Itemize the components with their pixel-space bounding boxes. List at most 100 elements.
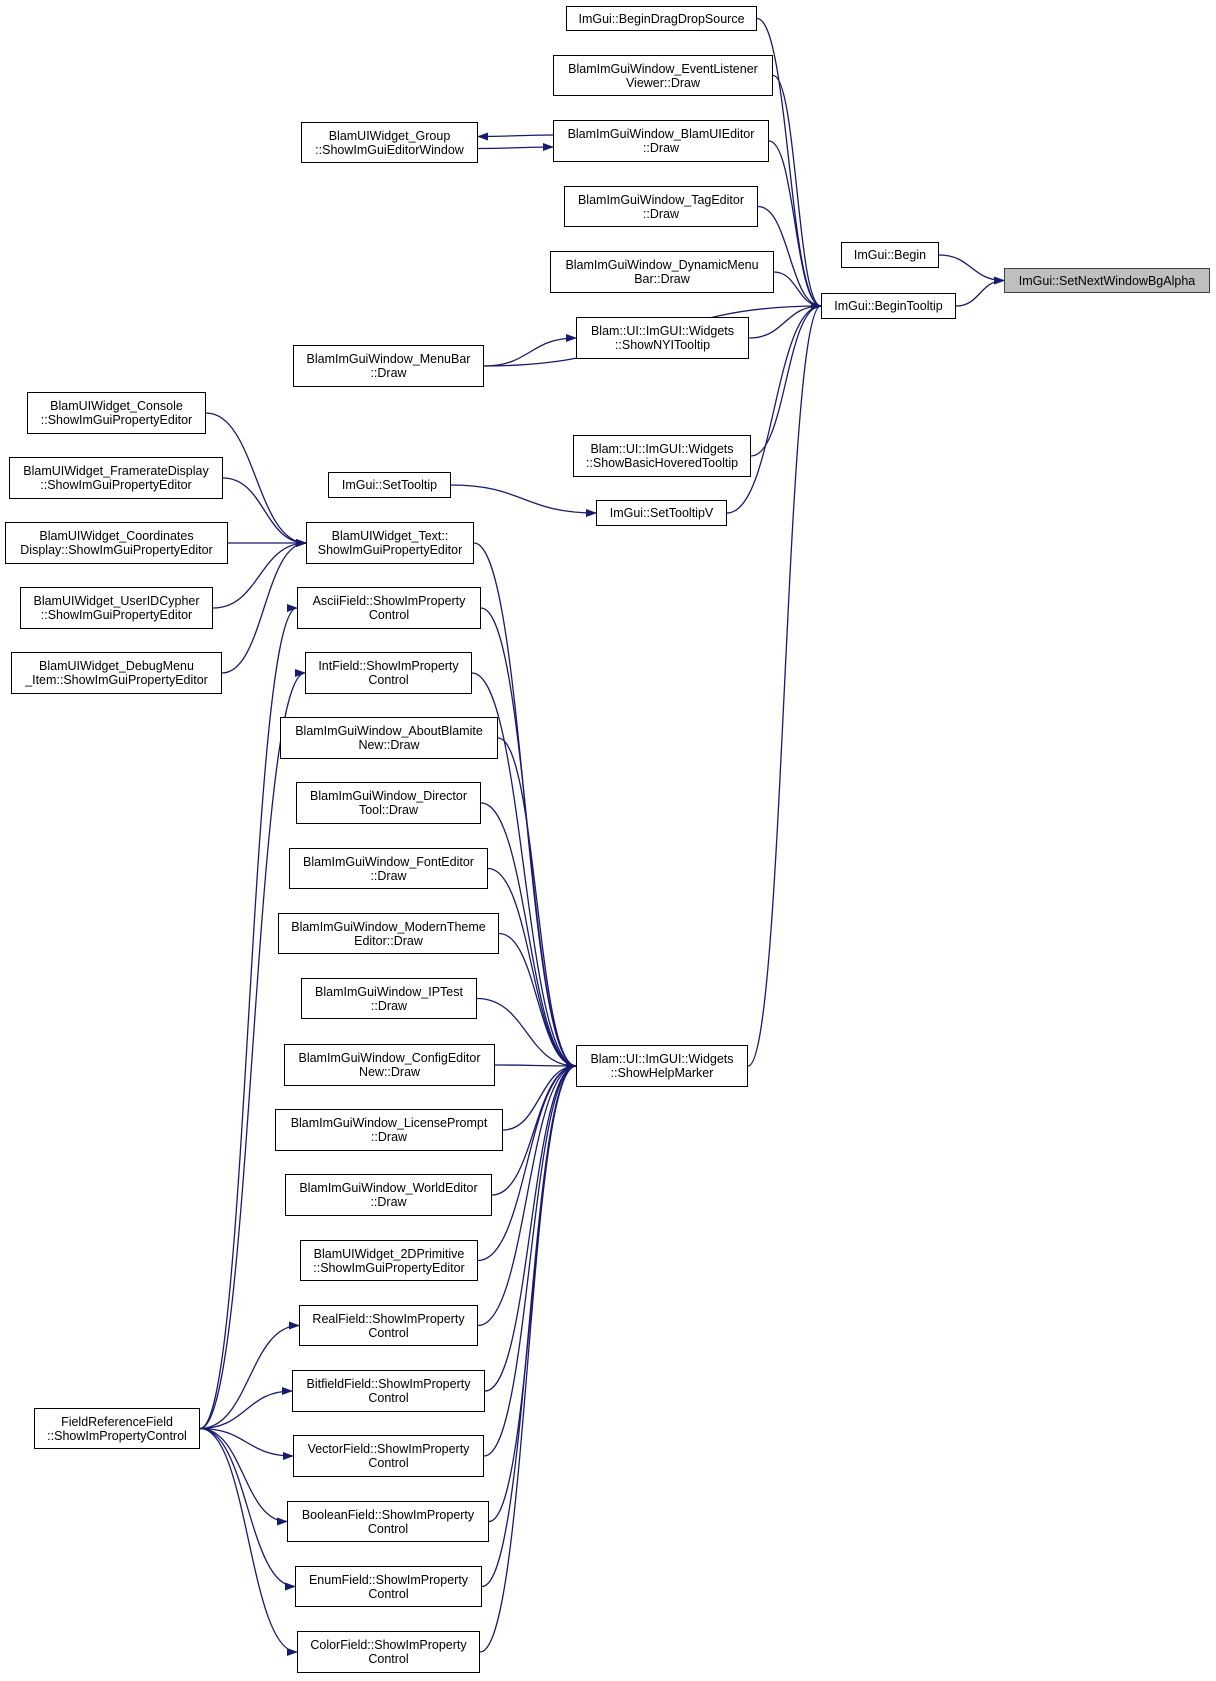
node-uiwidget-frameratedisplay-showimguipropertyeditor[interactable]: BlamUIWidget_FramerateDisplay::ShowImGui… [9,457,223,499]
node-widgets-shownyitooltip[interactable]: Blam::UI::ImGUI::Widgets::ShowNYITooltip [576,317,749,359]
node-imgui-begintooltip[interactable]: ImGui::BeginTooltip [821,293,956,319]
node-licenseprompt-draw[interactable]: BlamImGuiWindow_LicensePrompt::Draw [275,1109,503,1151]
edge-begintooltip-to-setalpha [955,276,1005,307]
edge-console-to-text [205,412,307,547]
node-worldeditor-draw[interactable]: BlamImGuiWindow_WorldEditor::Draw [285,1174,492,1216]
edge-director-to-helpmarker [480,802,577,1070]
node-label-line: Bar::Draw [634,272,690,286]
edge-fieldref-to-boolean [199,1427,288,1526]
node-label-line: EnumField::ShowImProperty [308,1572,469,1587]
node-label-line: Control [368,1586,409,1601]
node-label-line: Display::ShowImGuiPropertyEditor [20,543,213,557]
node-label-line: BlamUIWidget_FramerateDisplay [23,464,209,478]
node-label-line: BlamImGuiWindow_EventListener [568,61,758,76]
node-label-line: ImGui::Begin [853,248,927,262]
node-fieldreferencefield-showimpropertycontrol[interactable]: FieldReferenceField::ShowImPropertyContr… [34,1408,200,1449]
node-label-line: ::ShowBasicHoveredTooltip [585,456,739,470]
node-label-line: ImGui::BeginDragDropSource [578,11,745,26]
node-label-line: ColorField::ShowImProperty [310,1638,467,1652]
node-label-line: BlamImGuiWindow_Director [310,789,467,803]
node-uiwidget-text-showimguipropertyeditor[interactable]: BlamUIWidget_Text::ShowImGuiPropertyEdit… [306,522,474,564]
node-label-line: Blam::UI::ImGUI::Widgets [590,442,734,456]
node-label-line: Control [367,1521,409,1536]
node-label-line: ::Draw [370,1130,408,1144]
node-label-line: AsciiField::ShowImProperty [312,594,466,608]
node-label-line: ::ShowImPropertyControl [47,1428,187,1443]
node-label-line: ::Draw [642,206,680,221]
edge-vector-to-helpmarker [483,1062,577,1457]
edge-iptest-to-helpmarker [476,997,577,1070]
node-imgui-begindragdropsource[interactable]: ImGui::BeginDragDropSource [566,6,757,31]
node-label-line: BlamImGuiWindow_IPTest [315,984,463,999]
node-uiwidget-debugmenu-item-showimguipropertyeditor[interactable]: BlamUIWidget_DebugMenu_Item::ShowImGuiPr… [11,652,222,694]
node-label-line: ::ShowImGuiPropertyEditor [40,608,193,622]
node-label-line: Blam::UI::ImGUI::Widgets [590,1052,734,1066]
edge-begin-to-setalpha [938,254,1005,285]
node-widgets-showbasichoveredtooltip[interactable]: Blam::UI::ImGUI::Widgets::ShowBasicHover… [573,435,751,477]
node-label-line: BlamImGuiWindow_LicensePrompt [290,1116,488,1130]
node-widgets-showhelpmarker[interactable]: Blam::UI::ImGUI::Widgets::ShowHelpMarker [576,1045,748,1087]
node-label-line: ::Draw [370,1195,407,1209]
node-uiwidget-useridcypher-showimguipropertyeditor[interactable]: BlamUIWidget_UserIDCypher::ShowImGuiProp… [20,587,213,629]
node-label-line: FieldReferenceField [61,1414,173,1429]
node-label-line: Control [368,608,410,622]
node-uiwidget-console-showimguipropertyeditor[interactable]: BlamUIWidget_Console::ShowImGuiPropertyE… [27,392,206,434]
edge-real-to-helpmarker [477,1062,577,1327]
node-iptest-draw[interactable]: BlamImGuiWindow_IPTest::Draw [301,978,477,1019]
node-label-line: VectorField::ShowImProperty [307,1442,470,1456]
node-label-line: BlamImGuiWindow_DynamicMenu [565,258,759,272]
edge-fieldref-to-color [199,1427,298,1656]
edge-about-to-helpmarker [497,737,577,1070]
node-label-line: Editor::Draw [354,933,423,948]
edge-license-to-helpmarker [502,1062,577,1131]
node-label-line: ShowImGuiPropertyEditor [317,543,463,557]
node-label-line: ::Draw [370,868,407,883]
node-tageditor-draw[interactable]: BlamImGuiWindow_TagEditor::Draw [564,186,758,227]
node-label-line: Control [368,1456,409,1470]
node-blamuieditor-draw[interactable]: BlamImGuiWindow_BlamUIEditor::Draw [553,120,769,162]
edge-nyi-to-begintooltip [748,302,822,339]
node-imgui-settooltipv[interactable]: ImGui::SetTooltipV [596,500,727,526]
node-label-line: ::ShowHelpMarker [610,1066,714,1080]
node-label-line: ::Draw [370,366,407,380]
node-uiwidget-group-showimguieditorwindow[interactable]: BlamUIWidget_Group::ShowImGuiEditorWindo… [301,122,478,163]
node-menubar-draw[interactable]: BlamImGuiWindow_MenuBar::Draw [293,345,484,387]
node-label-line: BlamUIWidget_DebugMenu [39,659,194,673]
edge-bitfield-to-helpmarker [484,1062,577,1392]
node-label-line: Blam::UI::ImGUI::Widgets [590,324,735,338]
node-imgui-begin[interactable]: ImGui::Begin [841,242,939,268]
node-imgui-settooltip[interactable]: ImGui::SetTooltip [328,472,451,498]
node-label-line: BlamImGuiWindow_FontEditor [303,854,474,869]
node-fonteditor-draw[interactable]: BlamImGuiWindow_FontEditor::Draw [289,848,488,889]
node-label-line: BlamUIWidget_UserIDCypher [33,594,200,608]
edge-fieldref-to-vector [199,1427,294,1460]
node-label-line: BlamUIWidget_Console [50,399,183,413]
node-label-line: ::ShowImGuiPropertyEditor [313,1260,465,1275]
edge-group-to-uieditor [477,143,554,152]
node-label-line: Control [368,1391,409,1405]
node-imgui-setnextwindowbgalpha: ImGui::SetNextWindowBgAlpha [1004,268,1210,293]
node-label-line: Control [368,673,409,687]
node-label-line: BlamUIWidget_Coordinates [39,529,194,543]
edge-modern-to-helpmarker [498,932,577,1070]
edge-fieldref-to-real [199,1321,300,1430]
node-uiwidget-2dprimitive-showimguipropertyeditor[interactable]: BlamUIWidget_2DPrimitive::ShowImGuiPrope… [300,1240,478,1281]
node-label-line: ::ShowImGuiPropertyEditor [40,413,193,427]
